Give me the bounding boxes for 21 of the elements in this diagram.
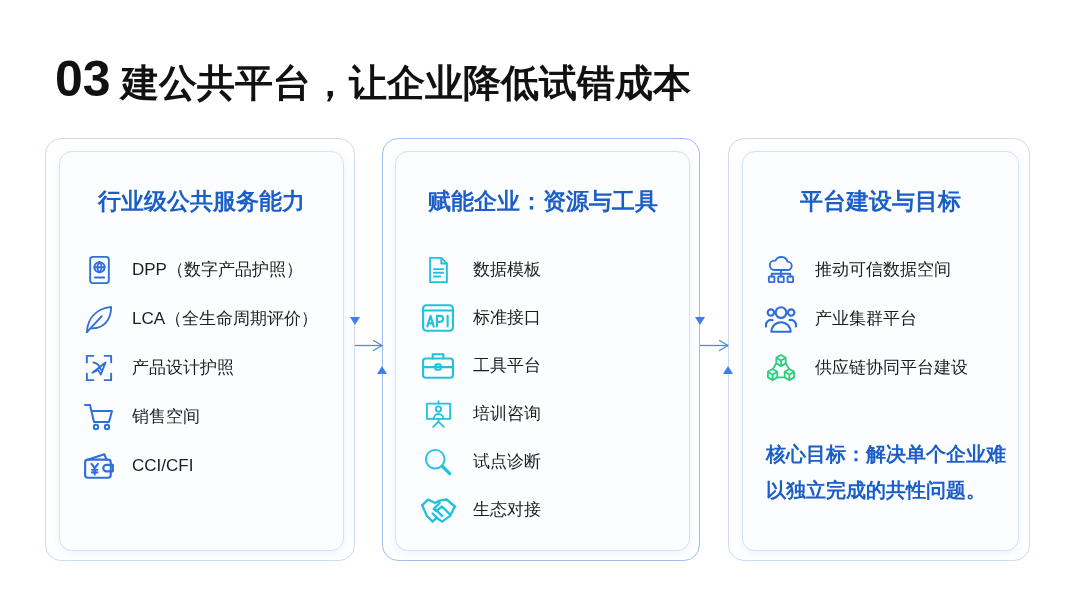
- card-heading: 行业级公共服务能力: [96, 187, 306, 216]
- list-item: 标准接口: [473, 307, 541, 329]
- list-item: 推动可信数据空间: [815, 259, 951, 281]
- list-item: 产品设计护照: [132, 357, 234, 379]
- list-item: DPP（数字产品护照）: [132, 259, 303, 281]
- list-item: 数据模板: [473, 259, 541, 281]
- arrow: [354, 339, 383, 352]
- list-item: CCI/CFI: [132, 455, 194, 477]
- card-heading: 平台建设与目标: [799, 187, 962, 216]
- list-item: 工具平台: [473, 355, 541, 377]
- list-item: 培训咨询: [473, 403, 541, 425]
- list-item: 试点诊断: [473, 451, 541, 473]
- list-item: 产业集群平台: [815, 308, 917, 330]
- arrow: [699, 339, 729, 352]
- list-item: LCA（全生命周期评价）: [132, 308, 319, 330]
- list-item: 销售空间: [132, 406, 200, 428]
- card-heading: 赋能企业：资源与工具: [426, 187, 659, 216]
- goal-statement: 核心目标：解决单个企业难以独立完成的共性问题。: [766, 442, 1007, 503]
- list-item: 生态对接: [473, 499, 541, 521]
- page-title: 03 建公共平台，让企业降低试错成本: [55, 50, 692, 109]
- list-item: 供应链协同平台建设: [815, 357, 968, 379]
